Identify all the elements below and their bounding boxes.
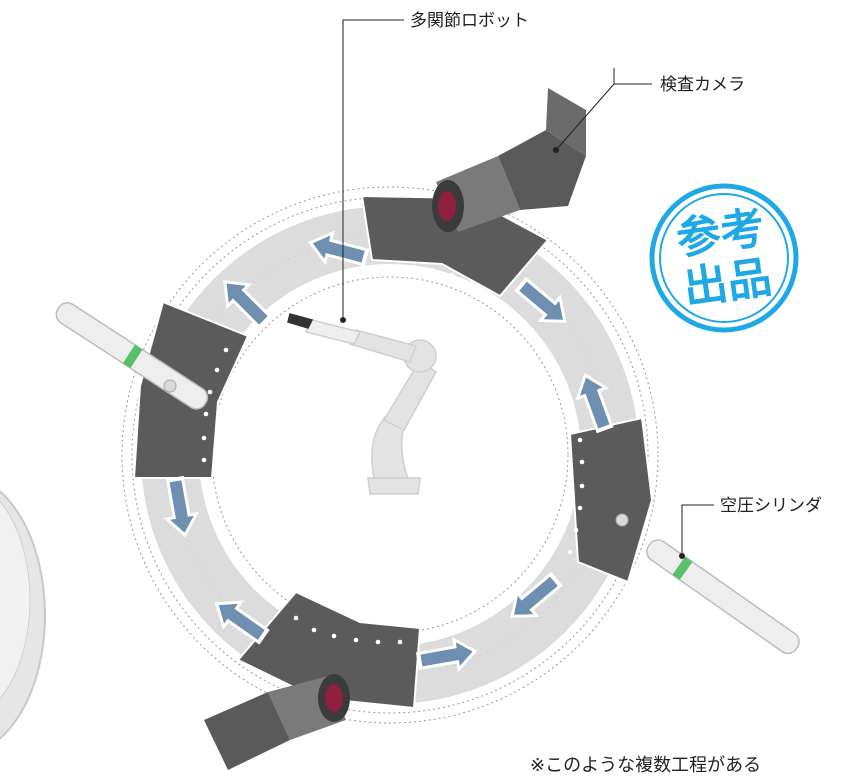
footnote: ※このような複数工程がある (530, 755, 761, 776)
badge-line1: 参考 (673, 202, 767, 265)
right-cylinder (615, 513, 800, 655)
inner-ring (211, 276, 569, 634)
left-cylinder (55, 302, 209, 410)
segment-holes (201, 265, 585, 645)
reference-badge: 参考 出品 (649, 183, 799, 333)
robot-arm (287, 313, 437, 495)
label-cylinder: 空圧シリンダ (720, 496, 822, 516)
side-machine (0, 490, 46, 740)
camera-top (432, 88, 586, 232)
label-robot: 多関節ロボット (410, 11, 529, 31)
segment-bottom (236, 590, 422, 710)
camera-bottom (204, 674, 350, 770)
badge-line2: 出品 (680, 252, 774, 315)
segment-right (568, 416, 654, 584)
label-camera: 検査カメラ (660, 75, 745, 95)
leader-lines (340, 19, 714, 559)
